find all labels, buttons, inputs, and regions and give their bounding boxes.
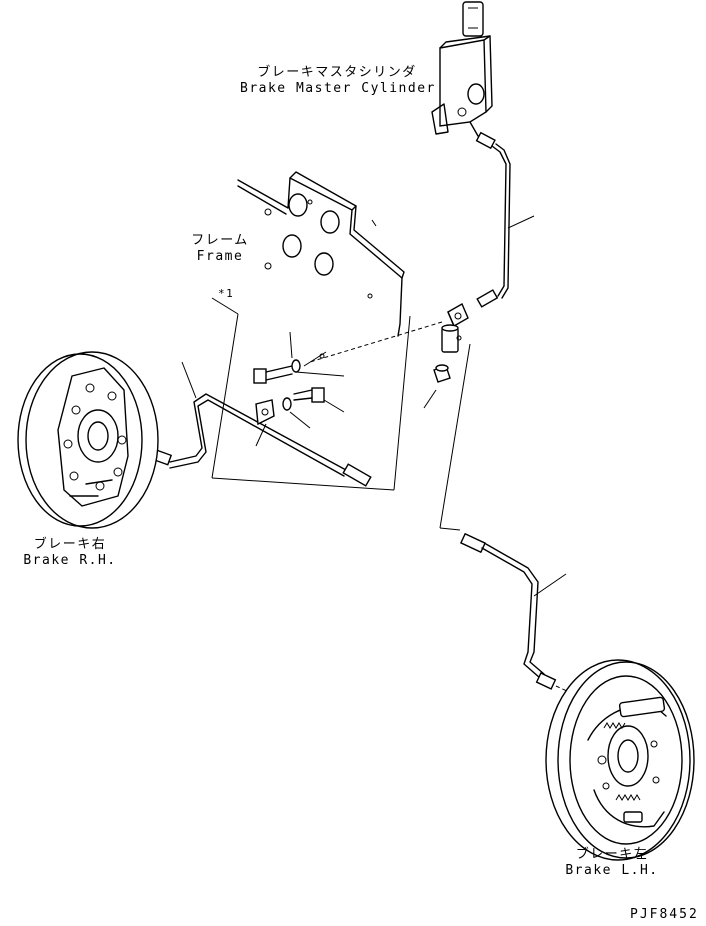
tube-connector (309, 303, 469, 363)
drawing-code: PJF8452 (630, 907, 699, 922)
callout-label: *1 (218, 287, 235, 300)
brake-lh-label-en: Brake L.H. (565, 863, 659, 878)
frame-label-jp: フレーム (191, 233, 249, 248)
upper-brake-tube (475, 131, 535, 308)
brake-rh-label-jp: ブレーキ右 (33, 537, 107, 552)
master-cylinder-label-en: Brake Master Cylinder (240, 81, 436, 96)
frame-label-en: Frame (196, 249, 244, 264)
brake-right-hand-drum (17, 351, 159, 529)
brake-left-hand-drum (545, 659, 695, 861)
mounting-bolts (253, 331, 451, 429)
frame-plate (237, 171, 405, 337)
reference-lines (211, 297, 471, 531)
brake-lh-label-jp: ブレーキ左 (575, 847, 649, 862)
brake-master-cylinder (431, 1, 493, 141)
master-cylinder-label-jp: ブレーキマスタシリンダ (257, 65, 417, 80)
right-hand-brake-tube (149, 361, 372, 487)
brake-rh-label-en: Brake R.H. (23, 553, 117, 568)
